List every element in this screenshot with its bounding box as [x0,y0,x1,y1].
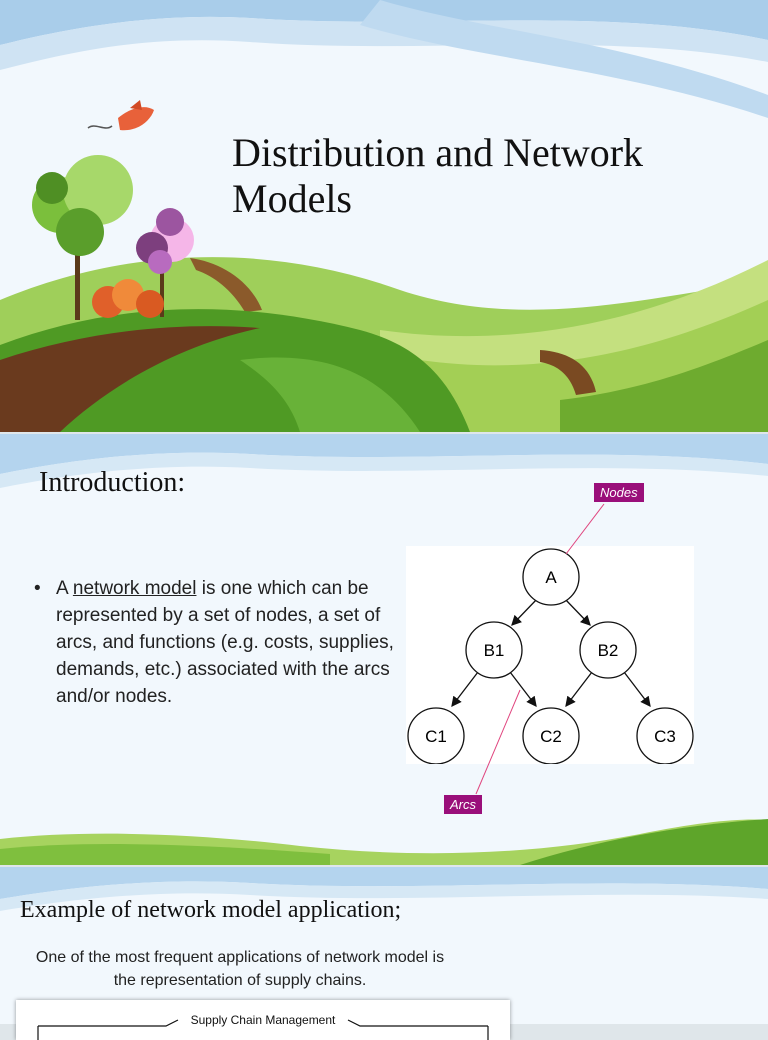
node-c1: C1 [407,707,465,765]
arcs-tag: Arcs [444,795,482,814]
nodes-tag: Nodes [594,483,644,502]
introduction-slide[interactable] [0,434,768,865]
title-slide[interactable]: Distribution and Network Models [0,0,768,432]
landscape-background [0,0,768,432]
network-model-link[interactable]: network model [72,578,197,599]
arc-b2-c3 [623,671,651,708]
node-c2: C2 [522,707,580,765]
bullet-dot-icon: • [34,578,41,599]
node-c3: C3 [636,707,694,765]
node-c2-label: C2 [540,727,562,746]
introduction-heading: Introduction: [39,467,186,498]
slide-background [0,867,768,911]
node-b2: B2 [579,621,637,679]
node-b1-label: B1 [484,641,505,660]
slide-background [0,434,768,865]
node-b2-label: B2 [598,641,619,660]
arc-a-b2 [563,597,591,626]
arc-b1-c1 [451,671,479,708]
node-c3-label: C3 [654,727,676,746]
slide-title: Distribution and Network Models [232,130,643,222]
network-diagram: A B1 B2 C1 C2 C3 [406,546,694,765]
title-line-2: Models [232,176,352,221]
arc-b1-c2 [509,671,537,708]
node-b1: B1 [465,621,523,679]
arc-b2-c2 [565,671,593,708]
node-a: A [522,548,580,606]
title-line-1: Distribution and Network [232,130,644,175]
bullet-item: • A network model is one which can be re… [34,575,394,710]
tree-graph: A B1 B2 C1 C2 C3 [407,548,694,765]
arc-a-b1 [511,597,539,626]
bullet-prefix: A [56,578,73,599]
example-paragraph: One of the most frequent applications of… [35,949,445,989]
example-slide[interactable] [0,867,768,1024]
supply-chain-label: Supply Chain Management [190,1013,336,1027]
example-heading: Example of network model application; [20,897,402,923]
supply-chain-figure: Supply Chain Management [16,1000,510,1040]
bullet-list: • A network model is one which can be re… [34,575,394,710]
node-a-label: A [545,568,557,587]
node-c1-label: C1 [425,727,447,746]
bullet-rest: is one which can be represented by a set… [56,578,394,707]
